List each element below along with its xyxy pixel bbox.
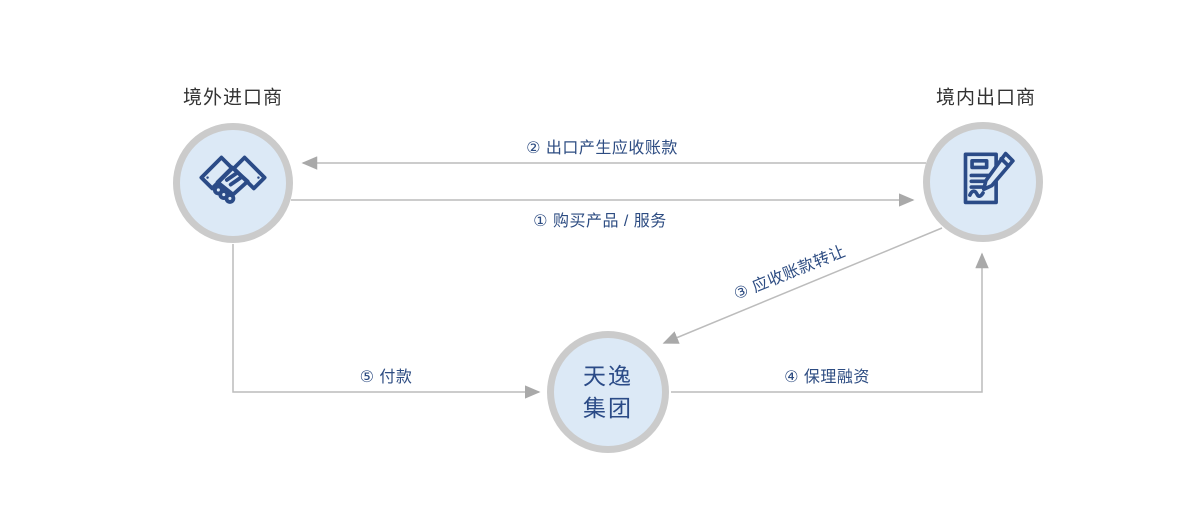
arrow-receivables-transfer xyxy=(662,227,943,344)
factor-name: 天逸 集团 xyxy=(583,360,633,424)
contract-pen-icon xyxy=(948,147,1018,217)
flow-label-receivables-transfer: ③ 应收账款转让 xyxy=(731,243,849,304)
handshake-icon xyxy=(196,146,270,220)
exporter-node xyxy=(923,122,1043,242)
flow-label-factoring-finance: ④ 保理融资 xyxy=(784,369,870,386)
factor-name-line1: 天逸 xyxy=(583,363,633,389)
exporter-title: 境内出口商 xyxy=(935,87,1037,109)
importer-title: 境外进口商 xyxy=(182,87,284,109)
importer-node xyxy=(173,123,293,243)
factor-node: 天逸 集团 xyxy=(547,331,669,453)
flow-label-export-receivables: ② 出口产生应收账款 xyxy=(526,140,678,157)
flow-label-payment: ⑤ 付款 xyxy=(359,369,413,386)
flow-label-buy-products: ① 购买产品 / 服务 xyxy=(533,213,667,230)
factor-name-line2: 集团 xyxy=(583,395,633,421)
